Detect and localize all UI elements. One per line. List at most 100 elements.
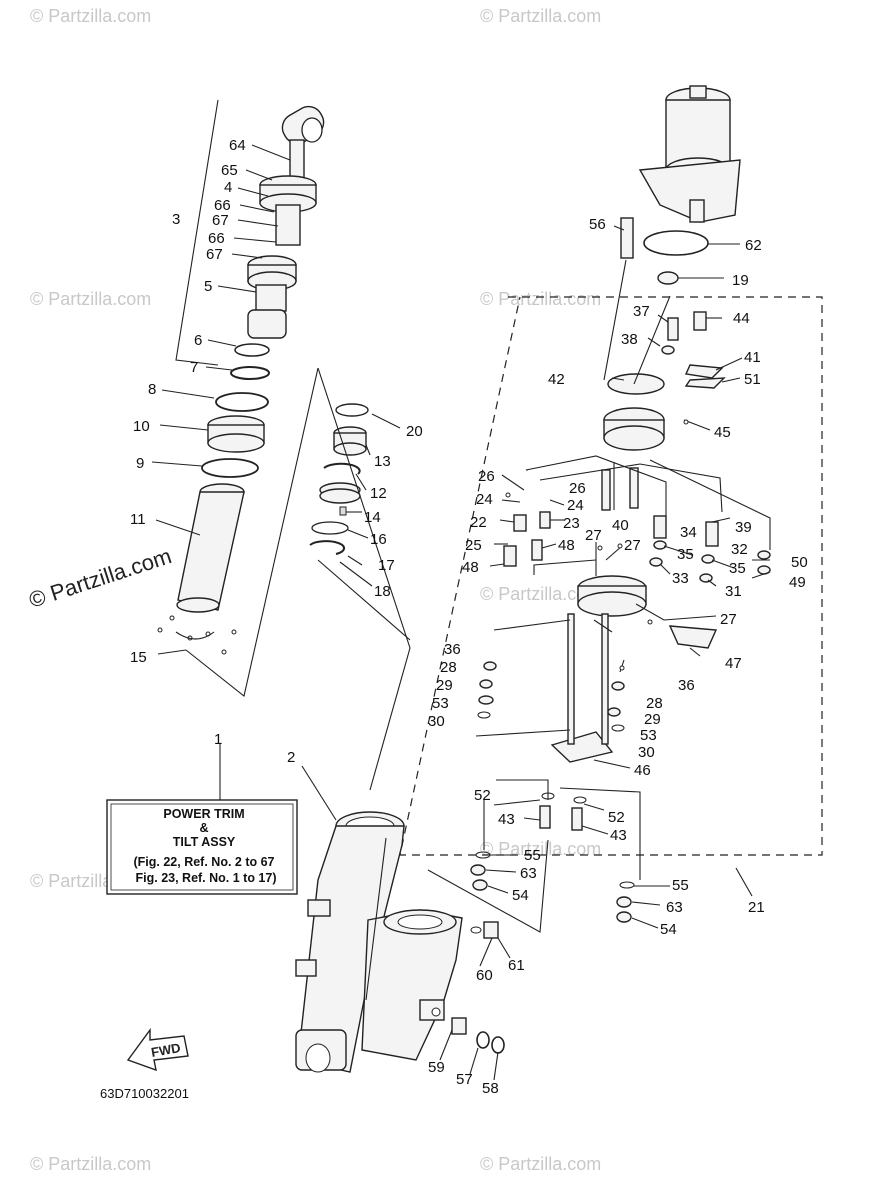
callout: 30 xyxy=(428,713,445,730)
callout: 3 xyxy=(172,211,180,228)
callout: 43 xyxy=(610,827,627,844)
callout: 12 xyxy=(370,485,387,502)
callout: 14 xyxy=(364,509,381,526)
callout: 34 xyxy=(680,524,697,541)
callout: 39 xyxy=(735,519,752,536)
callout: 56 xyxy=(589,216,606,233)
callout: 24 xyxy=(476,491,493,508)
tilt-rod-assembly xyxy=(176,105,325,613)
callout: 54 xyxy=(512,887,529,904)
callout: 53 xyxy=(640,727,657,744)
callout: 4 xyxy=(224,179,232,196)
callout: 30 xyxy=(638,744,655,761)
callout: 57 xyxy=(456,1071,473,1088)
callout: 29 xyxy=(644,711,661,728)
callout: 27 xyxy=(720,611,737,628)
manifold-leader-lines xyxy=(219,225,771,1081)
callout: 45 xyxy=(714,424,731,441)
callout: 26 xyxy=(478,468,495,485)
callout: 7 xyxy=(190,359,198,376)
callout: 48 xyxy=(558,537,575,554)
watermark-dark-text: © Partzilla.com xyxy=(26,543,175,613)
watermark-text: © Partzilla.com xyxy=(480,6,601,26)
callout: 50 xyxy=(791,554,808,571)
callout: 26 xyxy=(569,480,586,497)
callout: 16 xyxy=(370,531,387,548)
watermark-text: © Partzilla.com xyxy=(480,289,601,309)
callout: 66 xyxy=(208,230,225,247)
piston-parts xyxy=(309,367,411,791)
ref-title-line2: & xyxy=(199,821,208,835)
callout: 63 xyxy=(520,865,537,882)
callout: 18 xyxy=(374,583,391,600)
callout: 61 xyxy=(508,957,525,974)
callout: 67 xyxy=(206,246,223,263)
callout: 13 xyxy=(374,453,391,470)
callout: 36 xyxy=(444,641,461,658)
callout: 24 xyxy=(567,497,584,514)
manifold-boundary xyxy=(399,296,823,856)
callout: 29 xyxy=(436,677,453,694)
callout: 36 xyxy=(678,677,695,694)
callout: 52 xyxy=(608,809,625,826)
callout: 17 xyxy=(378,557,395,574)
watermark-text: © Partzilla.com xyxy=(480,584,601,604)
callout: 41 xyxy=(744,349,761,366)
diagram-code: 63D710032201 xyxy=(100,1086,189,1101)
callout: 63 xyxy=(666,899,683,916)
left-leader-lines xyxy=(151,99,319,697)
callout: 33 xyxy=(672,570,689,587)
callout: 8 xyxy=(148,381,156,398)
callout: 28 xyxy=(440,659,457,676)
callout: 47 xyxy=(725,655,742,672)
watermark-text: © Partzilla.com xyxy=(480,1154,601,1174)
callout: 46 xyxy=(634,762,651,779)
callout: 20 xyxy=(406,423,423,440)
callout: 32 xyxy=(731,541,748,558)
callout: 35 xyxy=(729,560,746,577)
callout: 60 xyxy=(476,967,493,984)
callout: 22 xyxy=(470,514,487,531)
callout: 51 xyxy=(744,371,761,388)
callout: 23 xyxy=(563,515,580,532)
callout: 10 xyxy=(133,418,150,435)
callout: 38 xyxy=(621,331,638,348)
callout: 31 xyxy=(725,583,742,600)
ref-note-line5: Fig. 23, Ref. No. 1 to 17) xyxy=(136,871,277,885)
callout-labels: 64 65 4 66 3 67 66 67 5 6 7 8 10 9 11 15… xyxy=(130,137,808,1097)
callout: 15 xyxy=(130,649,147,666)
callout: 40 xyxy=(612,517,629,534)
callout: 48 xyxy=(462,559,479,576)
tilt-cylinder-housing xyxy=(295,811,463,1073)
callout: 62 xyxy=(745,237,762,254)
callout: 66 xyxy=(214,197,231,214)
callout: 37 xyxy=(633,303,650,320)
callout: 43 xyxy=(498,811,515,828)
callout: 58 xyxy=(482,1080,499,1097)
callout: 9 xyxy=(136,455,144,472)
callout: 28 xyxy=(646,695,663,712)
callout: 52 xyxy=(474,787,491,804)
watermark-text: © Partzilla.com xyxy=(30,1154,151,1174)
callout: 1 xyxy=(214,731,222,748)
callout: 19 xyxy=(732,272,749,289)
ref-title-line1: POWER TRIM xyxy=(163,807,244,821)
callout: 44 xyxy=(733,310,750,327)
callout: 27 xyxy=(585,527,602,544)
watermark-text: © Partzilla.com xyxy=(30,6,151,26)
callout: 54 xyxy=(660,921,677,938)
callout: 5 xyxy=(204,278,212,295)
callout: 55 xyxy=(524,847,541,864)
fwd-label: FWD xyxy=(150,1040,182,1060)
callout: 59 xyxy=(428,1059,445,1076)
callout: 21 xyxy=(748,899,765,916)
callout: 53 xyxy=(432,695,449,712)
callout: 64 xyxy=(229,137,246,154)
callout: 55 xyxy=(672,877,689,894)
reference-box: POWER TRIM & TILT ASSY (Fig. 22, Ref. No… xyxy=(106,799,298,895)
callout: 49 xyxy=(789,574,806,591)
callout: 42 xyxy=(548,371,565,388)
callout: 25 xyxy=(465,537,482,554)
